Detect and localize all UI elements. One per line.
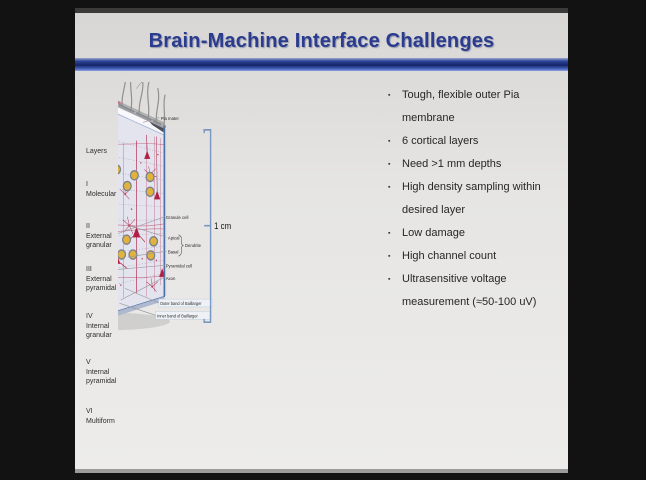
slide-title: Brain-Machine Interface Challenges [148,30,495,52]
list-item: ▪6 cortical layers [388,130,564,153]
pyramidal-neurons [118,134,166,277]
bullet-icon: ▪ [388,161,391,168]
block-bottom-face [118,296,165,316]
list-item: ▪High channel count [388,245,564,268]
neuron-face [118,103,166,312]
bullet-icon: ▪ [388,92,391,99]
pia-mater-label: Pia mater [161,116,180,121]
axon-label: Axon [166,276,176,281]
bullet-icon: ▪ [388,276,391,283]
slide-bottom-strip [75,469,568,473]
challenge-bullet-list: ▪Tough, flexible outer Pia membrane ▪6 c… [388,84,564,314]
granule-cell-label: Granule cell [166,215,189,220]
slide-top-strip [75,8,568,13]
pyramidal-cell-label: Pyramidal cell [166,263,193,268]
scale-bracket [203,129,212,324]
bullet-icon: ▪ [388,230,391,237]
bullet-icon: ▪ [388,253,391,260]
apical-label: Apical [168,235,180,240]
presentation-slide: Brain-Machine Interface Challenges ▪Toug… [75,8,568,469]
bullet-icon: ▪ [388,184,391,191]
dendrite-label: Dendrite [185,243,201,248]
cortex-diagram: OBB IBB [118,82,231,331]
scale-label: 1 cm [214,220,231,231]
title-accent-bar [75,58,568,71]
list-item: ▪Ultrasensitive voltage measurement (≈50… [388,268,564,314]
bullet-icon: ▪ [388,138,391,145]
list-item: ▪Low damage [388,222,564,245]
list-item: ▪Tough, flexible outer Pia membrane [388,84,564,130]
leader-lines [118,82,167,316]
list-item: ▪Need >1 mm depths [388,153,564,176]
inner-band-label: Inner band of Baillarger [157,313,198,318]
basal-label: Basal [168,249,179,254]
layers-heading: Layers [86,148,108,155]
granule-cell-markers [118,164,159,261]
dendrite-brace [178,234,184,257]
outer-band-label: Outer band of Baillarger [160,301,202,306]
arachnoid-trabeculae [118,82,167,129]
list-item: ▪High density sampling within desired la… [388,176,564,222]
